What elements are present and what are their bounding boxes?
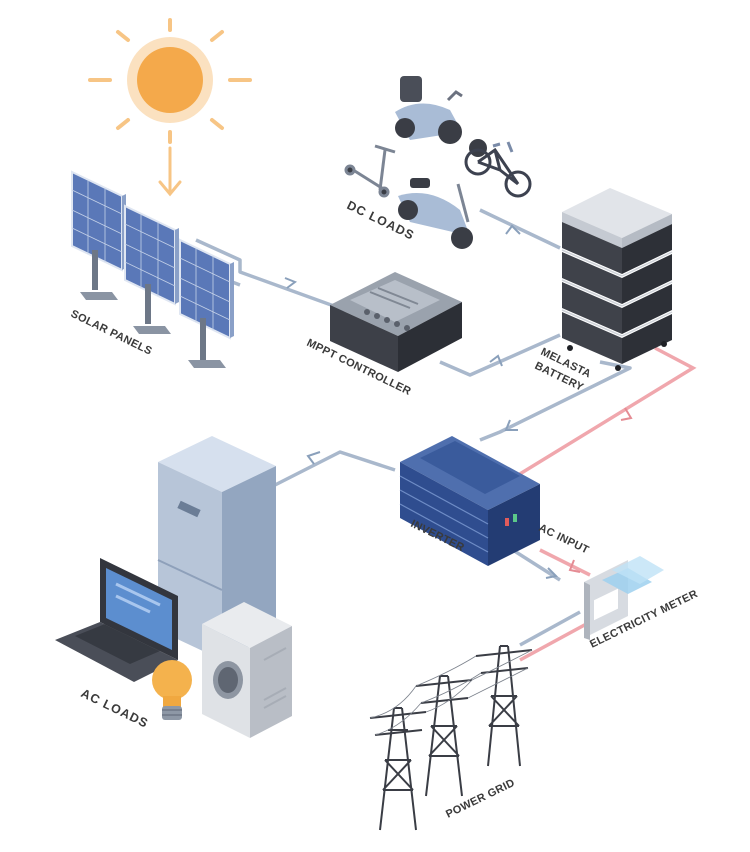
solar-panel-icon [179,238,234,368]
panel-to-mppt-line [195,238,346,312]
panel-grid-lines [71,180,231,330]
solar-panel-icon [124,204,179,334]
washing-machine-icon [202,602,292,738]
kick-scooter-icon [344,144,396,198]
ac-flow-arrows [568,407,633,573]
battery-to-inverter-line [479,360,632,442]
battery-module [562,312,672,364]
sun-ray-arrow-icon [158,146,182,197]
inverter-icon [399,436,540,566]
flow-arrows [284,224,559,579]
battery-icon [561,188,673,371]
laptop-icon [55,558,178,682]
mobility-scooter-icon [395,76,487,157]
light-bulb-icon [152,660,192,720]
arrow-icon [568,559,581,573]
arrow-icon [489,354,503,367]
bicycle-icon [464,141,532,198]
electric-scooter-icon [398,178,473,249]
power-grid [369,645,533,831]
solar-panels [71,170,234,368]
ac-input-to-meter-line [539,548,591,577]
solar-panel-icon [71,170,126,300]
battery-to-ac-input-line [509,346,697,482]
inverter-to-acloads-line [274,450,396,487]
power-tower-icon [369,707,427,831]
battery-module [562,282,672,334]
sun-icon [88,18,252,197]
mppt-controller-icon [330,272,462,372]
arrow-icon [284,277,298,289]
power-tower-icon [415,675,473,797]
electricity-meter-icon [584,556,664,640]
meter-to-grid-line [519,610,581,647]
arrow-icon [505,224,521,235]
ac-connections [509,346,697,662]
arrow-icon [545,567,559,579]
power-wires [369,649,533,736]
mppt-to-battery-line [439,333,561,377]
ac-loads-label: AC LOADS [79,686,151,731]
battery-to-dcloads-line [479,208,561,250]
meter-to-grid-ac-line [519,620,591,662]
arrow-icon [504,419,518,431]
power-grid-label: POWER GRID [444,777,517,821]
arrow-icon [620,407,633,421]
battery-module [562,252,672,304]
arrow-icon [306,451,321,465]
battery-module [562,222,672,274]
